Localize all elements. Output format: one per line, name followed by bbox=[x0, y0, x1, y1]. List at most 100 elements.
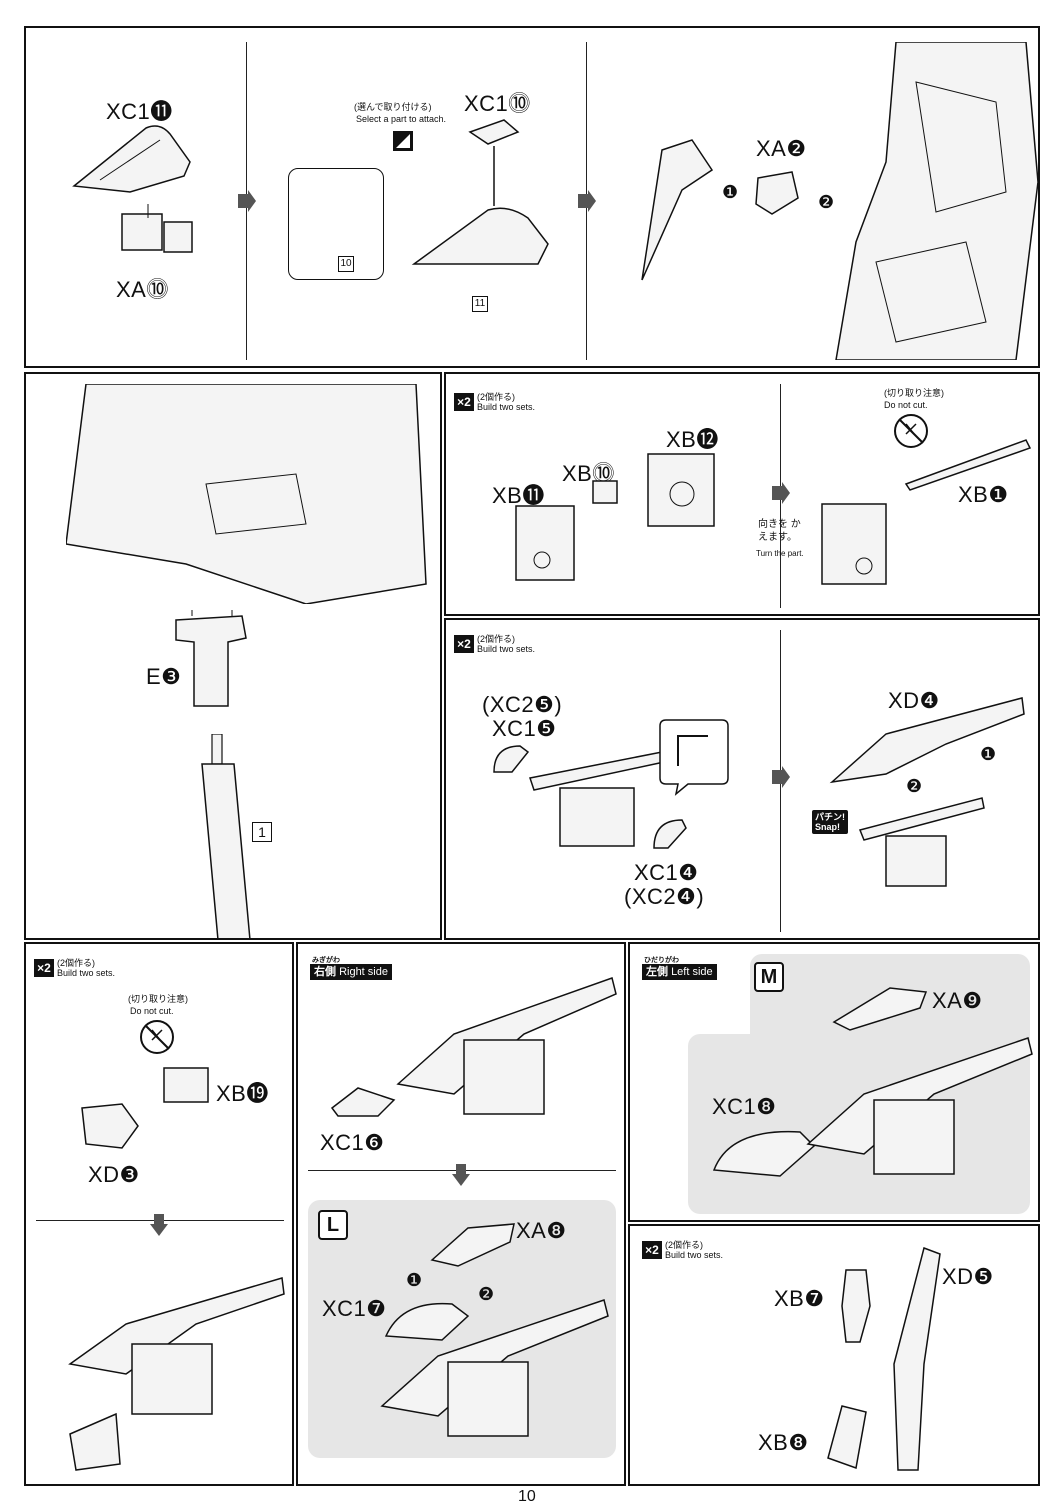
joint-part-icon bbox=[121, 204, 193, 253]
select-note-jp: (選んで取り付ける) bbox=[354, 102, 432, 112]
turn-note-jp: 向きを かえます。 bbox=[758, 519, 801, 543]
cap-part-icon bbox=[653, 819, 687, 849]
armor-part-icon bbox=[829, 697, 1025, 784]
weapon-part-icon bbox=[641, 139, 714, 281]
panel-step-3: ×2 (2個作る)Build two sets. XB⓬ XB⓾ XB⓫ (切り… bbox=[444, 372, 1040, 616]
part-label: XC1❽ bbox=[712, 1094, 777, 1119]
do-not-cut-icon bbox=[894, 414, 928, 448]
step-arrow-down-icon bbox=[150, 1214, 168, 1236]
build-two-badge: ×2 (2個作る)Build two sets. bbox=[454, 392, 535, 412]
connector-part-icon bbox=[841, 1269, 871, 1343]
part-label: XC1⓫ bbox=[106, 99, 173, 124]
part-label: XB❽ bbox=[758, 1430, 809, 1455]
mecha-body-icon bbox=[835, 42, 1038, 360]
panel-step-7: ひだりがわ左側 Left side M XA❾ XC1❽ bbox=[628, 942, 1040, 1222]
donotcut-note-jp: (切り取り注意) bbox=[884, 388, 944, 398]
armor-assembly-icon bbox=[396, 977, 617, 1115]
part-label: XC1❺ bbox=[492, 716, 557, 741]
step-arrow-down-icon bbox=[452, 1164, 470, 1186]
mecha-body-icon bbox=[66, 384, 427, 604]
part-number-box: 11 bbox=[472, 296, 488, 312]
step-arrow-icon bbox=[772, 766, 790, 788]
side-tag-left: ひだりがわ左側 Left side bbox=[642, 957, 717, 980]
joint-part-icon bbox=[821, 503, 887, 585]
armor-part-icon bbox=[430, 1223, 515, 1267]
part-label: XC1❹ bbox=[634, 860, 699, 885]
order-marker: ❷ bbox=[818, 192, 835, 212]
part-label: XA❽ bbox=[516, 1218, 567, 1243]
armor-assembly-icon bbox=[806, 1037, 1033, 1175]
connector-part-icon bbox=[175, 610, 247, 707]
joint-part-icon bbox=[163, 1067, 209, 1103]
panel-step-8: ×2 (2個作る)Build two sets. XD❺ XB❼ XB❽ bbox=[628, 1224, 1040, 1486]
cap-part-icon bbox=[384, 1302, 470, 1341]
runner-part-icon bbox=[904, 439, 1032, 491]
part-label: XC1⓾ bbox=[464, 91, 531, 116]
build-two-badge: ×2 (2個作る)Build two sets. bbox=[642, 1240, 723, 1260]
part-label: XA❷ bbox=[756, 136, 807, 161]
donotcut-note-en: Do not cut. bbox=[884, 400, 928, 410]
weapon-part-icon bbox=[201, 734, 251, 938]
part-label: XA⓾ bbox=[116, 277, 169, 302]
part-label: (XC2❺) bbox=[482, 692, 563, 717]
panel-step-2: E❸ 1 bbox=[24, 372, 442, 940]
part-number-box: 10 bbox=[338, 256, 354, 272]
select-part-icon bbox=[393, 131, 413, 151]
part-label: XB❼ bbox=[774, 1286, 825, 1311]
step-arrow-icon bbox=[578, 190, 596, 212]
select-note-en: Select a part to attach. bbox=[356, 114, 447, 124]
cap-part-icon bbox=[330, 1087, 396, 1117]
armor-part-icon bbox=[72, 125, 191, 193]
panel-step-6: みぎがわ右側 Right side XC1❻ L XA❽ XC1❼ ❶ ❷ bbox=[296, 942, 626, 1486]
part-label: (XC2❹) bbox=[624, 884, 705, 909]
part-label: XA❾ bbox=[932, 988, 983, 1013]
armor-assembly-icon bbox=[380, 1299, 609, 1437]
build-two-badge: ×2 (2個作る)Build two sets. bbox=[34, 958, 115, 978]
part-label: XC1❻ bbox=[320, 1130, 385, 1155]
part-label: E❸ bbox=[146, 664, 182, 689]
armor-part-icon bbox=[893, 1247, 941, 1471]
order-marker: ❶ bbox=[722, 182, 739, 202]
part-label: XD❹ bbox=[888, 688, 940, 713]
cap-part-icon bbox=[493, 745, 530, 773]
detail-callout bbox=[288, 168, 384, 280]
joint-part-icon bbox=[647, 453, 715, 527]
turn-note-en: Turn the part. bbox=[756, 549, 804, 558]
runner-part-icon bbox=[858, 797, 985, 887]
panel-step-5: ×2 (2個作る)Build two sets. (切り取り注意) Do not… bbox=[24, 942, 294, 1486]
panel-step-4: ×2 (2個作る)Build two sets. (XC2❺) XC1❺ XC1… bbox=[444, 618, 1040, 940]
part-label: XD❺ bbox=[942, 1264, 994, 1289]
part-label: XD❸ bbox=[88, 1162, 140, 1187]
panel-step-1: XC1⓫ XA⓾ (選んで取り付ける) Select a part to att… bbox=[24, 26, 1040, 368]
do-not-cut-icon bbox=[140, 1020, 174, 1054]
joint-part-icon bbox=[515, 505, 575, 581]
part-number-box: 1 bbox=[252, 822, 272, 842]
order-marker: ❷ bbox=[906, 776, 923, 796]
connector-part-icon bbox=[592, 480, 618, 504]
step-arrow-icon bbox=[238, 190, 256, 212]
build-two-badge: ×2 (2個作る)Build two sets. bbox=[454, 634, 535, 654]
page-number: 10 bbox=[518, 1488, 536, 1505]
part-label: XB⓳ bbox=[216, 1081, 269, 1106]
side-tag-right: みぎがわ右側 Right side bbox=[310, 957, 392, 980]
option-letter-badge: M bbox=[754, 962, 784, 992]
order-marker: ❶ bbox=[980, 744, 997, 764]
cap-part-icon bbox=[712, 1130, 816, 1177]
donotcut-note-en: Do not cut. bbox=[130, 1006, 174, 1016]
callout-bubble bbox=[659, 719, 729, 796]
armor-assembly-icon bbox=[68, 1277, 285, 1471]
donotcut-note-jp: (切り取り注意) bbox=[128, 994, 188, 1004]
armor-part-icon bbox=[411, 119, 549, 265]
snap-badge: パチン!Snap! bbox=[812, 810, 848, 834]
part-label: XB❶ bbox=[958, 482, 1009, 507]
connector-part-icon bbox=[755, 171, 799, 215]
option-letter-badge: L bbox=[318, 1210, 348, 1240]
armor-part-icon bbox=[81, 1103, 139, 1149]
step-arrow-icon bbox=[772, 482, 790, 504]
runner-part-icon bbox=[529, 751, 665, 847]
part-label: XC1❼ bbox=[322, 1296, 387, 1321]
part-label: XB⓫ bbox=[492, 483, 545, 508]
order-marker: ❶ bbox=[406, 1270, 423, 1290]
part-label: XB⓬ bbox=[666, 427, 719, 452]
cap-part-icon bbox=[827, 1405, 867, 1470]
